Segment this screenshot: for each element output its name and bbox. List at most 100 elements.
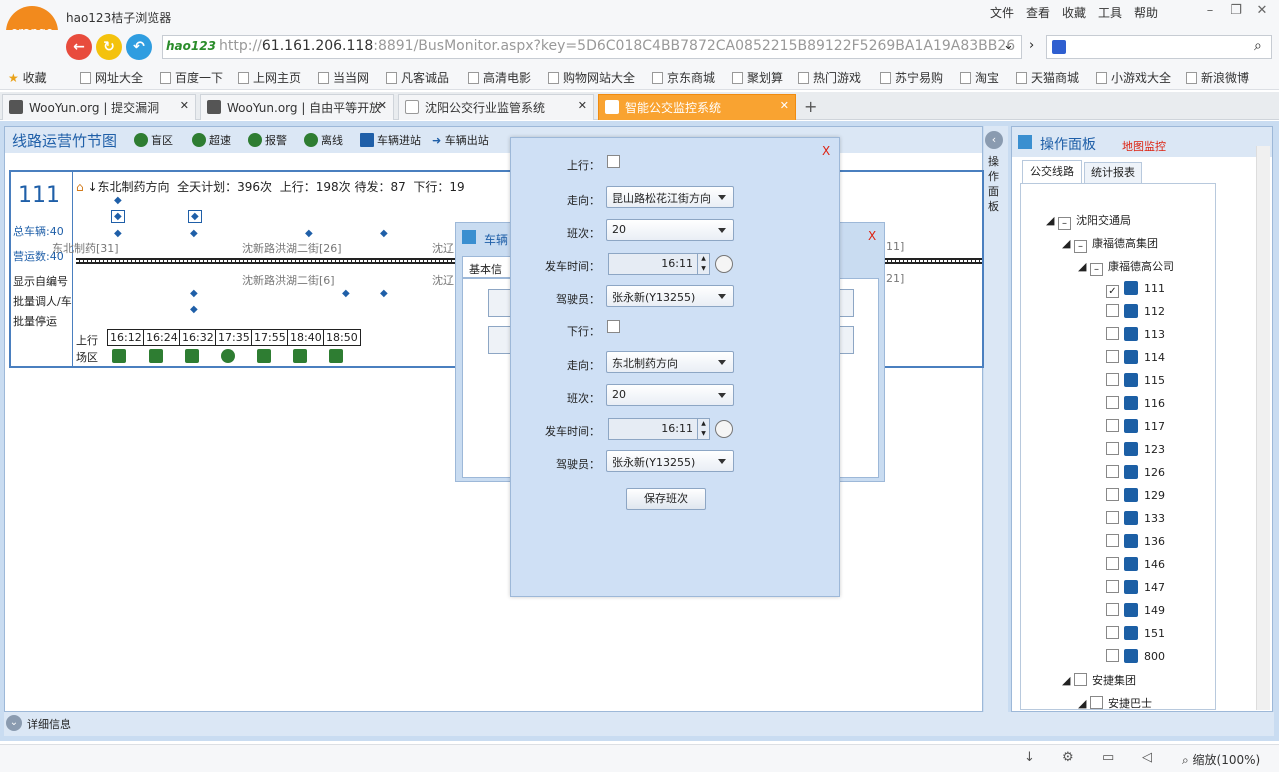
download-icon[interactable]: ↓ [1024, 750, 1035, 765]
search-input[interactable] [1046, 35, 1272, 59]
bus-marker[interactable]: ◆ [111, 210, 125, 223]
vehicle-button[interactable] [488, 289, 512, 317]
up-time-input[interactable]: 16:11▲▼ [608, 253, 710, 275]
menu-help[interactable]: 帮助 [1134, 6, 1159, 20]
route-item[interactable]: 114 [1106, 350, 1165, 364]
bookmark[interactable]: 聚划算 [732, 69, 783, 86]
shift-dialog-close[interactable]: X [822, 144, 831, 158]
bus-marker[interactable]: ◆ [342, 288, 350, 299]
up-shift-select[interactable]: 20 [606, 219, 734, 241]
route-checkbox[interactable] [1106, 603, 1119, 616]
back-icon[interactable]: ← [66, 34, 92, 60]
bookmark[interactable]: 苏宁易购 [880, 69, 943, 86]
route-checkbox[interactable] [1106, 442, 1119, 455]
route-item[interactable]: 126 [1106, 465, 1165, 479]
tree-node-group[interactable]: ◢ –康福德高集团 [1062, 237, 1158, 253]
route-item[interactable]: 146 [1106, 557, 1165, 571]
go-icon[interactable]: › [1029, 38, 1035, 53]
departure-time[interactable]: 17:55 [251, 329, 289, 346]
vehicle-dialog-close[interactable]: X [868, 229, 877, 243]
bookmark-favorites[interactable]: ★ 收藏 [8, 71, 47, 85]
yard-bus-icon[interactable] [257, 349, 271, 363]
offline-bus-icon[interactable] [221, 349, 235, 363]
route-checkbox[interactable] [1106, 465, 1119, 478]
clock-icon[interactable] [715, 255, 733, 273]
route-item[interactable]: 136 [1106, 534, 1165, 548]
bus-marker[interactable]: ◆ [188, 210, 202, 223]
bus-marker[interactable]: ◆ [114, 228, 122, 239]
vehicle-button[interactable] [488, 326, 512, 354]
zoom-level[interactable]: ⌕ 缩放(100%) [1182, 753, 1261, 767]
map-monitor-link[interactable]: 地图监控 [1122, 140, 1166, 153]
tab-wooyun-submit[interactable]: WooYun.org | 提交漏洞✕ [2, 94, 196, 120]
route-item[interactable]: ✓111 [1106, 281, 1165, 298]
batch-reassign-link[interactable]: 批量调人/车 [13, 295, 72, 308]
route-item[interactable]: 151 [1106, 626, 1165, 640]
clock-icon[interactable] [715, 420, 733, 438]
collapse-icon[interactable]: ‹ [985, 131, 1003, 149]
down-checkbox[interactable] [607, 320, 620, 333]
route-item[interactable]: 800 [1106, 649, 1165, 663]
route-checkbox[interactable] [1106, 396, 1119, 409]
search-icon[interactable]: ⌕ [1254, 38, 1262, 54]
route-checkbox[interactable] [1106, 373, 1119, 386]
tree-node-company[interactable]: ◢ 安捷巴士 [1078, 696, 1152, 710]
bookmark[interactable]: 天猫商城 [1016, 69, 1079, 86]
up-direction-select[interactable]: 昆山路松花江街方向 [606, 186, 734, 208]
volume-icon[interactable]: ◁ [1142, 750, 1152, 765]
route-checkbox[interactable] [1106, 626, 1119, 639]
vehicle-button[interactable] [838, 289, 854, 317]
url-text[interactable]: http://61.161.206.118:8891/BusMonitor.as… [219, 38, 1016, 54]
route-item[interactable]: 147 [1106, 580, 1165, 594]
tab-basic-info[interactable]: 基本信息 [462, 256, 514, 292]
route-item[interactable]: 129 [1106, 488, 1165, 502]
bookmark[interactable]: 百度一下 [160, 69, 223, 86]
vehicle-button[interactable] [838, 326, 854, 354]
yard-bus-icon[interactable] [185, 349, 199, 363]
departure-time[interactable]: 16:24 [143, 329, 181, 346]
bookmark[interactable]: 当当网 [318, 69, 369, 86]
yard-bus-icon[interactable] [112, 349, 126, 363]
route-checkbox[interactable] [1106, 649, 1119, 662]
panel-side-label[interactable]: 操作面板 [988, 155, 999, 213]
tree-node-group[interactable]: ◢ 安捷集团 [1062, 673, 1136, 687]
route-checkbox[interactable] [1106, 580, 1119, 593]
up-checkbox[interactable] [607, 155, 620, 168]
bus-marker[interactable]: ◆ [190, 288, 198, 299]
down-direction-select[interactable]: 东北制药方向 [606, 351, 734, 373]
home-icon[interactable]: ↶ [126, 34, 152, 60]
departure-time[interactable]: 17:35 [215, 329, 253, 346]
menu-file[interactable]: 文件 [990, 6, 1015, 20]
menu-favorites[interactable]: 收藏 [1062, 6, 1087, 20]
departure-time[interactable]: 18:40 [287, 329, 325, 346]
detail-label[interactable]: 详细信息 [27, 718, 71, 731]
bus-marker[interactable]: ◆ [190, 304, 198, 315]
save-shift-button[interactable]: 保存班次 [626, 488, 706, 510]
route-item[interactable]: 133 [1106, 511, 1165, 525]
maximize-icon[interactable]: ❐ [1230, 3, 1242, 18]
route-checkbox[interactable] [1106, 419, 1119, 432]
bus-marker[interactable]: ◆ [305, 228, 313, 239]
route-item[interactable]: 117 [1106, 419, 1165, 433]
route-checkbox[interactable] [1106, 304, 1119, 317]
bus-arrive-legend[interactable]: 车辆进站 [360, 132, 421, 148]
batch-stop-link[interactable]: 批量停运 [13, 315, 57, 328]
alarm-legend[interactable]: 报警 [248, 132, 287, 148]
route-checkbox[interactable] [1106, 350, 1119, 363]
bookmark[interactable]: 淘宝 [960, 69, 999, 86]
address-bar[interactable] [162, 35, 1022, 59]
bus-marker[interactable]: ◆ [114, 195, 122, 206]
tab-wooyun[interactable]: WooYun.org | 自由平等开放✕ [200, 94, 394, 120]
new-tab-icon[interactable]: + [804, 97, 818, 116]
show-self-number-link[interactable]: 显示自编号 [13, 275, 68, 288]
down-shift-select[interactable]: 20 [606, 384, 734, 406]
tree-node-root[interactable]: ◢ –沈阳交通局 [1046, 214, 1131, 230]
tab-shenyang[interactable]: 沈阳公交行业监管系统✕ [398, 94, 594, 120]
route-item[interactable]: 112 [1106, 304, 1165, 318]
offline-legend[interactable]: 离线 [304, 132, 343, 148]
route-checkbox[interactable] [1106, 557, 1119, 570]
blind-zone-legend[interactable]: 盲区 [134, 132, 173, 148]
bookmark[interactable]: 热门游戏 [798, 69, 861, 86]
route-checkbox[interactable] [1106, 534, 1119, 547]
bookmark[interactable]: 上网主页 [238, 69, 301, 86]
